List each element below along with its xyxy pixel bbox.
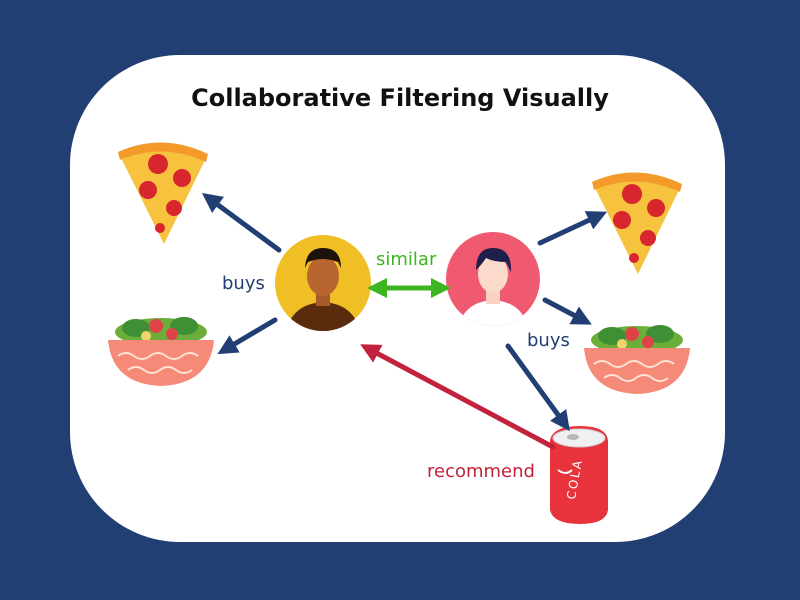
buys-label-left: buys: [222, 273, 265, 294]
buys-arrow-right-pizza: [537, 211, 608, 246]
recommend-arrow: [360, 344, 556, 450]
person-right-avatar-icon: [446, 232, 540, 326]
diagram-title: Collaborative Filtering Visually: [191, 84, 609, 112]
diagram-card: [70, 55, 725, 542]
recommend-label: recommend: [427, 461, 535, 482]
buys-arrow-right-salad: [542, 297, 592, 325]
pizza-right-icon: [592, 172, 682, 274]
buys-label-right: buys: [527, 330, 570, 351]
buys-arrow-right-cola: [505, 343, 570, 432]
buys-arrow-left-pizza: [201, 193, 282, 253]
salad-bowl-right-icon: [584, 325, 690, 394]
salad-bowl-left-icon: [108, 317, 214, 386]
person-left-avatar-icon: [275, 235, 371, 331]
pizza-left-icon: [118, 142, 208, 244]
cola-can-icon: COLA: [550, 426, 608, 524]
buys-arrow-left-salad: [217, 317, 278, 355]
similar-label: similar: [376, 249, 437, 270]
